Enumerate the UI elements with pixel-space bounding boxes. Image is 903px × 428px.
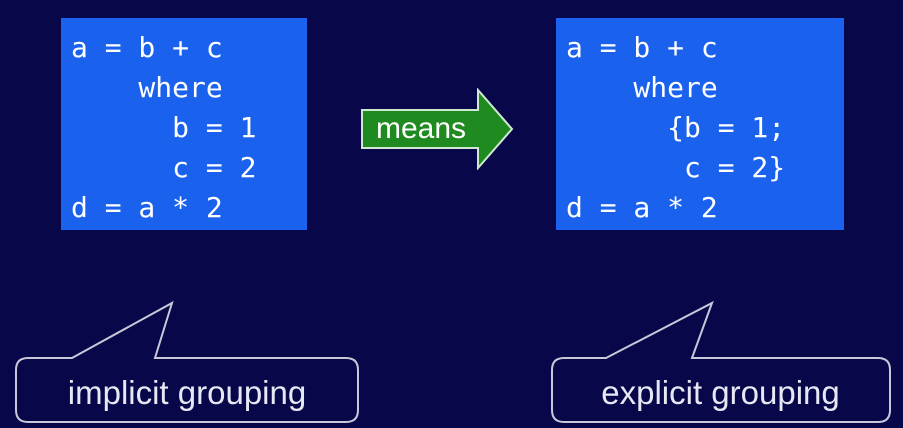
code-box-implicit: a = b + c where b = 1 c = 2 d = a * 2 — [61, 18, 307, 230]
callout-implicit-grouping: implicit grouping — [67, 374, 307, 411]
code-line: a = b + c — [71, 31, 223, 64]
code-line: d = a * 2 — [71, 191, 223, 224]
code-line: where — [71, 71, 223, 104]
means-arrow-icon — [361, 88, 514, 170]
code-box-explicit: a = b + c where {b = 1; c = 2} d = a * 2 — [556, 18, 844, 230]
means-label: means — [375, 112, 467, 145]
code-line: a = b + c — [566, 31, 718, 64]
code-line: where — [566, 71, 718, 104]
code-line: {b = 1; — [566, 111, 786, 144]
callout-right-bubble — [551, 300, 891, 423]
code-line: c = 2} — [566, 151, 786, 184]
code-line: c = 2 — [71, 151, 257, 184]
code-line: d = a * 2 — [566, 191, 718, 224]
code-line: b = 1 — [71, 111, 257, 144]
callout-left-bubble — [15, 300, 359, 423]
callout-explicit-grouping: explicit grouping — [601, 374, 840, 411]
